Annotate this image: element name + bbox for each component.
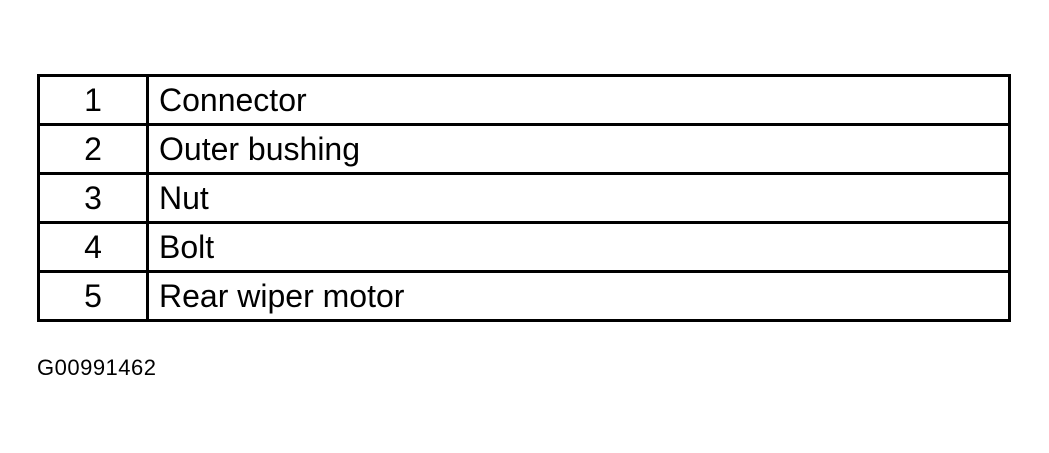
parts-legend-table: 1 Connector 2 Outer bushing 3 Nut 4 Bolt… — [37, 74, 1011, 322]
table-row: 3 Nut — [37, 172, 1011, 224]
part-number: 3 — [37, 172, 149, 224]
part-number: 5 — [37, 270, 149, 322]
part-number: 4 — [37, 221, 149, 273]
part-description: Nut — [146, 172, 1011, 224]
parts-legend-body: 1 Connector 2 Outer bushing 3 Nut 4 Bolt… — [37, 74, 1011, 322]
part-description: Outer bushing — [146, 123, 1011, 175]
table-row: 2 Outer bushing — [37, 123, 1011, 175]
part-description: Connector — [146, 74, 1011, 126]
table-row: 5 Rear wiper motor — [37, 270, 1011, 322]
part-number: 1 — [37, 74, 149, 126]
part-number: 2 — [37, 123, 149, 175]
table-row: 4 Bolt — [37, 221, 1011, 273]
figure-id: G00991462 — [37, 355, 157, 380]
part-description: Rear wiper motor — [146, 270, 1011, 322]
table-row: 1 Connector — [37, 74, 1011, 126]
part-description: Bolt — [146, 221, 1011, 273]
